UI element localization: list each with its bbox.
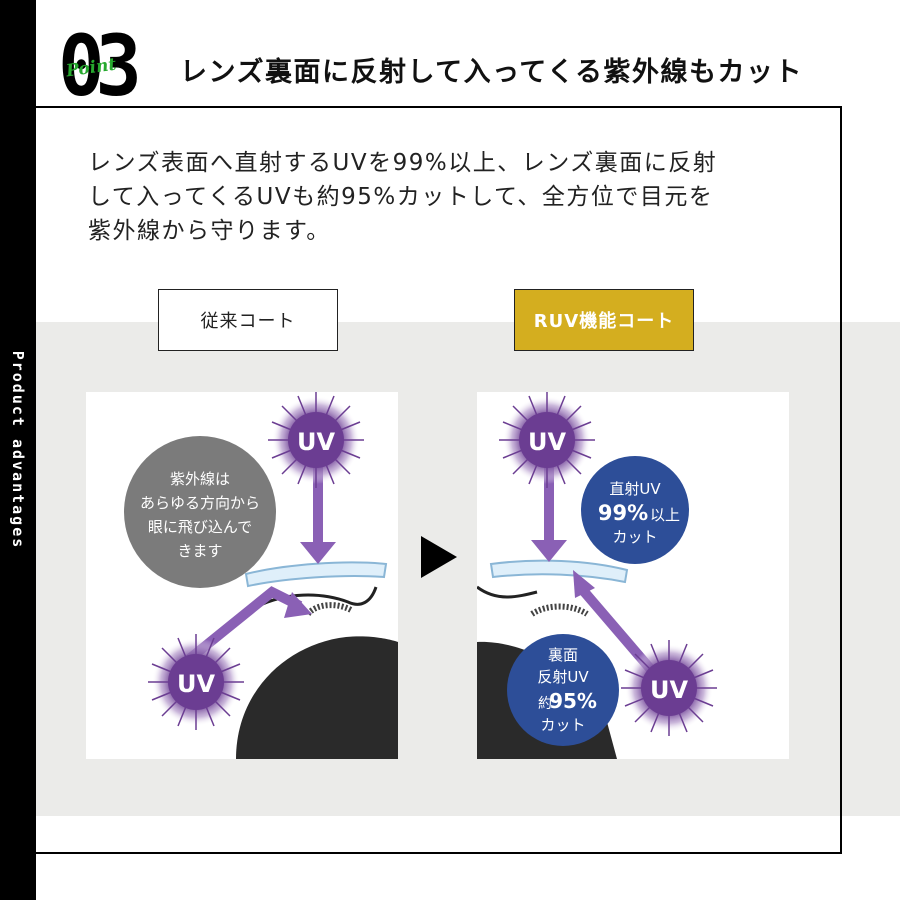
uv-label-top: UV — [528, 428, 566, 456]
face-outline — [477, 585, 538, 599]
svg-text:カット: カット — [612, 528, 657, 546]
side-label: Product advantages — [9, 350, 27, 550]
svg-text:約: 約 — [538, 696, 552, 712]
uv-label-bottom: UV — [650, 676, 688, 704]
uv-sunburst-icon: UV — [621, 640, 717, 736]
side-bar: Product advantages — [0, 0, 36, 900]
uv-label-top: UV — [297, 428, 335, 456]
svg-text:きます: きます — [177, 542, 222, 560]
uv-sunburst-icon: UV — [148, 634, 244, 730]
uv-label-bottom: UV — [177, 670, 215, 698]
eyelashes — [305, 602, 353, 617]
ruv-illustration: UV UV 直射UV 99% 以上 カット 裏面 反射UV 約 95% — [477, 392, 717, 759]
svg-text:以上: 以上 — [650, 506, 680, 524]
face-silhouette — [236, 636, 398, 759]
conventional-illustration: UV UV 紫外線は あらゆる方向から 眼に飛び込んで きます — [124, 392, 398, 759]
svg-text:カット: カット — [540, 716, 585, 734]
content-frame — [36, 106, 842, 854]
lens — [489, 559, 629, 584]
svg-text:眼に飛び込んで: 眼に飛び込んで — [148, 518, 252, 536]
description-line: 紫外線から守ります。 — [88, 218, 331, 244]
description: レンズ表面へ直射するUVを99%以上、レンズ裏面に反射 して入ってくるUVも約9… — [88, 146, 778, 248]
conventional-coat-label: 従来コート — [158, 289, 338, 351]
play-triangle-icon — [421, 536, 457, 578]
svg-text:裏面: 裏面 — [548, 646, 578, 664]
svg-text:直射UV: 直射UV — [609, 480, 661, 498]
ruv-coat-panel: UV UV 直射UV 99% 以上 カット 裏面 反射UV 約 95% — [477, 392, 789, 759]
eyelashes — [530, 603, 589, 617]
header-rule — [36, 106, 842, 108]
svg-text:紫外線は: 紫外線は — [170, 470, 230, 488]
svg-text:99%: 99% — [598, 501, 648, 525]
lens — [244, 561, 388, 588]
section-number: 03 — [58, 17, 142, 115]
conventional-coat-panel: UV UV 紫外線は あらゆる方向から 眼に飛び込んで きます — [86, 392, 398, 759]
direct-uv-badge: 直射UV 99% 以上 カット — [581, 456, 689, 564]
section-title: レンズ裏面に反射して入ってくる紫外線もカット — [180, 57, 803, 88]
svg-text:あらゆる方向から: あらゆる方向から — [140, 494, 260, 512]
callout-bubble: 紫外線は あらゆる方向から 眼に飛び込んで きます — [124, 436, 276, 588]
uv-sunburst-icon: UV — [268, 392, 364, 488]
uv-sunburst-icon: UV — [499, 392, 595, 488]
description-line: して入ってくるUVも約95%カットして、全方位で目元を — [88, 184, 714, 210]
svg-text:反射UV: 反射UV — [537, 668, 589, 686]
description-line: レンズ表面へ直射するUVを99%以上、レンズ裏面に反射 — [88, 150, 718, 176]
svg-text:95%: 95% — [549, 689, 597, 713]
ruv-coat-label: RUV機能コート — [514, 289, 694, 351]
back-reflect-uv-badge: 裏面 反射UV 約 95% カット — [507, 634, 619, 746]
